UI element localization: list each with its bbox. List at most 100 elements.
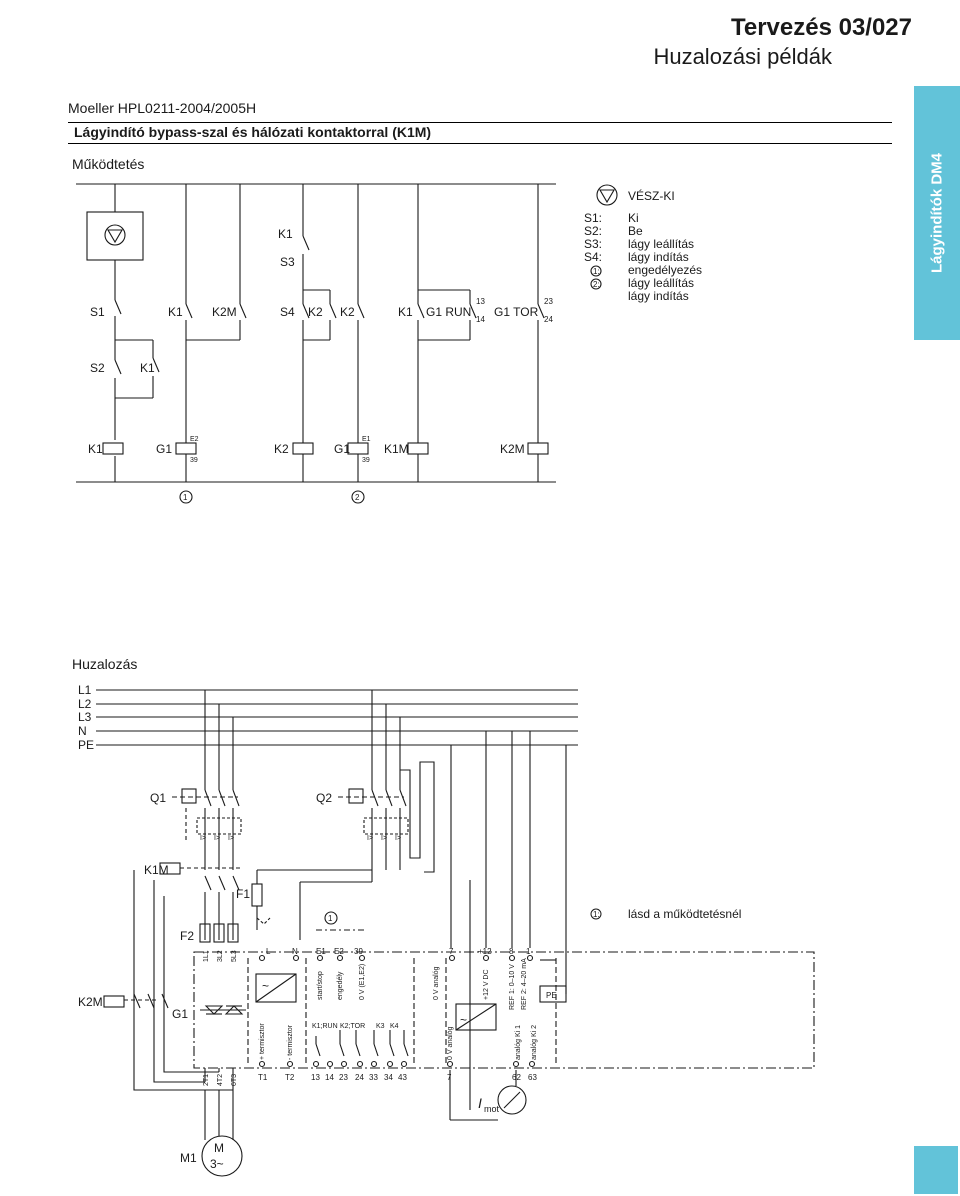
- f1-fuse: [251, 883, 263, 907]
- legend-val-4: engedélyezés: [628, 263, 702, 277]
- inner-thermistor-minus: - termisztor: [287, 1024, 294, 1060]
- coil-label-39b: 39: [362, 457, 370, 464]
- converter-box: [255, 973, 297, 1003]
- coil-label-k2: K2: [274, 442, 289, 456]
- label-t23: 23: [544, 297, 553, 306]
- emergency-stop-icon: [104, 224, 126, 246]
- emergency-stop-triangle: [107, 229, 123, 244]
- q1-handle-box: [181, 788, 197, 804]
- label-g1tor: G1 TOR: [494, 305, 539, 319]
- term-33: 33: [369, 1073, 378, 1082]
- coil-g1-e1: [347, 442, 369, 455]
- label-s2: S2: [90, 361, 105, 375]
- wiring-section-label: Huzalozás: [72, 656, 138, 672]
- term-43: 43: [398, 1073, 407, 1082]
- s4-contact: [302, 303, 310, 319]
- term-n: N: [292, 947, 298, 956]
- bus-label-n: N: [78, 724, 87, 738]
- q1-trip-1: I>: [200, 835, 206, 842]
- legend-val-5: lágy leállítás: [628, 276, 694, 290]
- label-t14: 14: [476, 315, 485, 324]
- term-62: 62: [512, 1073, 521, 1082]
- coil-label-k2m: K2M: [500, 442, 525, 456]
- legend-title: VÉSZ-KI: [628, 188, 675, 203]
- coil-label-e2: E2: [190, 436, 199, 443]
- legend-key-5: 2:: [593, 280, 600, 289]
- note-key: 1:: [593, 910, 600, 919]
- term-1l1: 1L1: [203, 950, 210, 962]
- term-7: 7: [449, 947, 454, 956]
- label-k2a: K2: [308, 305, 323, 319]
- term-63: 63: [528, 1073, 537, 1082]
- note-text: lásd a működtetésnél: [628, 907, 741, 921]
- inner-enable: engedély: [337, 971, 344, 1000]
- legend-val-6: lágy indítás: [628, 289, 689, 303]
- term-t1: T1: [258, 1073, 268, 1082]
- label-k1c: K1: [398, 305, 413, 319]
- label-g1run: G1 RUN: [426, 305, 471, 319]
- label-t13: 13: [476, 297, 485, 306]
- term-e2: E2: [334, 947, 344, 956]
- f2-fuse-1: [199, 923, 211, 943]
- coil-k2: [292, 442, 314, 455]
- term-3l2: 3L2: [217, 950, 224, 962]
- label-s1: S1: [90, 305, 105, 319]
- coil-label-39a: 39: [190, 457, 198, 464]
- term-5l3: 5L3: [231, 950, 238, 962]
- top-terminals: [258, 954, 534, 962]
- wiring-marker-1: 1: [328, 914, 333, 923]
- label-s4: S4: [280, 305, 295, 319]
- bottom-terminals: [258, 1060, 536, 1068]
- inner-k1-run: K1;RUN: [312, 1023, 338, 1030]
- coil-k2m: [527, 442, 549, 455]
- g1-tor-contact: [537, 303, 545, 319]
- label-f2: F2: [180, 929, 194, 943]
- label-k2m-contact: K2M: [212, 305, 237, 319]
- control-section-label: Működtetés: [72, 156, 145, 172]
- legend-val-2: lágy leállítás: [628, 237, 694, 251]
- inner-0v-analog-bottom: 0 V analóg: [447, 1026, 454, 1060]
- corner-logo-icon: [914, 1146, 958, 1194]
- coil-label-e1: E1: [362, 436, 371, 443]
- imot-sub: mot: [484, 1104, 500, 1114]
- legend-val-1: Be: [628, 224, 643, 238]
- term-t2: T2: [285, 1073, 295, 1082]
- term-6t3: 6T3: [231, 1074, 238, 1086]
- legend-key-0: S1:: [584, 211, 602, 225]
- label-k2m: K2M: [78, 995, 103, 1009]
- coil-g1-e2: [175, 442, 197, 455]
- side-tab[interactable]: Lágyindítók DM4: [914, 86, 960, 340]
- inner-analog-out-1: analóg Ki 1: [515, 1025, 522, 1060]
- coil-label-k1m: K1M: [384, 442, 409, 456]
- term-8: 8: [509, 947, 514, 956]
- term-23: 23: [339, 1073, 348, 1082]
- f2-fuse-2: [213, 923, 225, 943]
- term-plus12: +12: [478, 947, 492, 956]
- term-24: 24: [355, 1073, 364, 1082]
- section-heading: Lágyindító bypass-szal és hálózati konta…: [74, 124, 432, 140]
- motor-m: M: [214, 1141, 224, 1155]
- bus-label-l3: L3: [78, 710, 92, 724]
- coil-k1m: [407, 442, 429, 455]
- label-m1: M1: [180, 1151, 197, 1165]
- label-k1m: K1M: [144, 863, 169, 877]
- s1-contact: [114, 299, 122, 315]
- k2-contact-2: [357, 303, 365, 319]
- legend-key-1: S2:: [584, 224, 602, 238]
- bus-label-l1: L1: [78, 683, 92, 697]
- inner-k2-tor: K2;TOR: [340, 1023, 365, 1030]
- label-k2b: K2: [340, 305, 355, 319]
- marker-1-label: 1: [183, 493, 188, 502]
- coil-label-g1a: G1: [156, 442, 172, 456]
- label-f1: F1: [236, 887, 250, 901]
- k2m-contact: [239, 303, 247, 319]
- term-2t1: 2T1: [203, 1074, 210, 1086]
- label-k1a: K1: [168, 305, 183, 319]
- coil-label-k1: K1: [88, 442, 103, 456]
- inner-ref2: REF 2: 4–20 mA: [521, 958, 528, 1010]
- term-13: 13: [311, 1073, 320, 1082]
- term-l: L: [266, 947, 271, 956]
- label-k1d: K1: [140, 361, 155, 375]
- heading-rule-bottom: [68, 143, 892, 144]
